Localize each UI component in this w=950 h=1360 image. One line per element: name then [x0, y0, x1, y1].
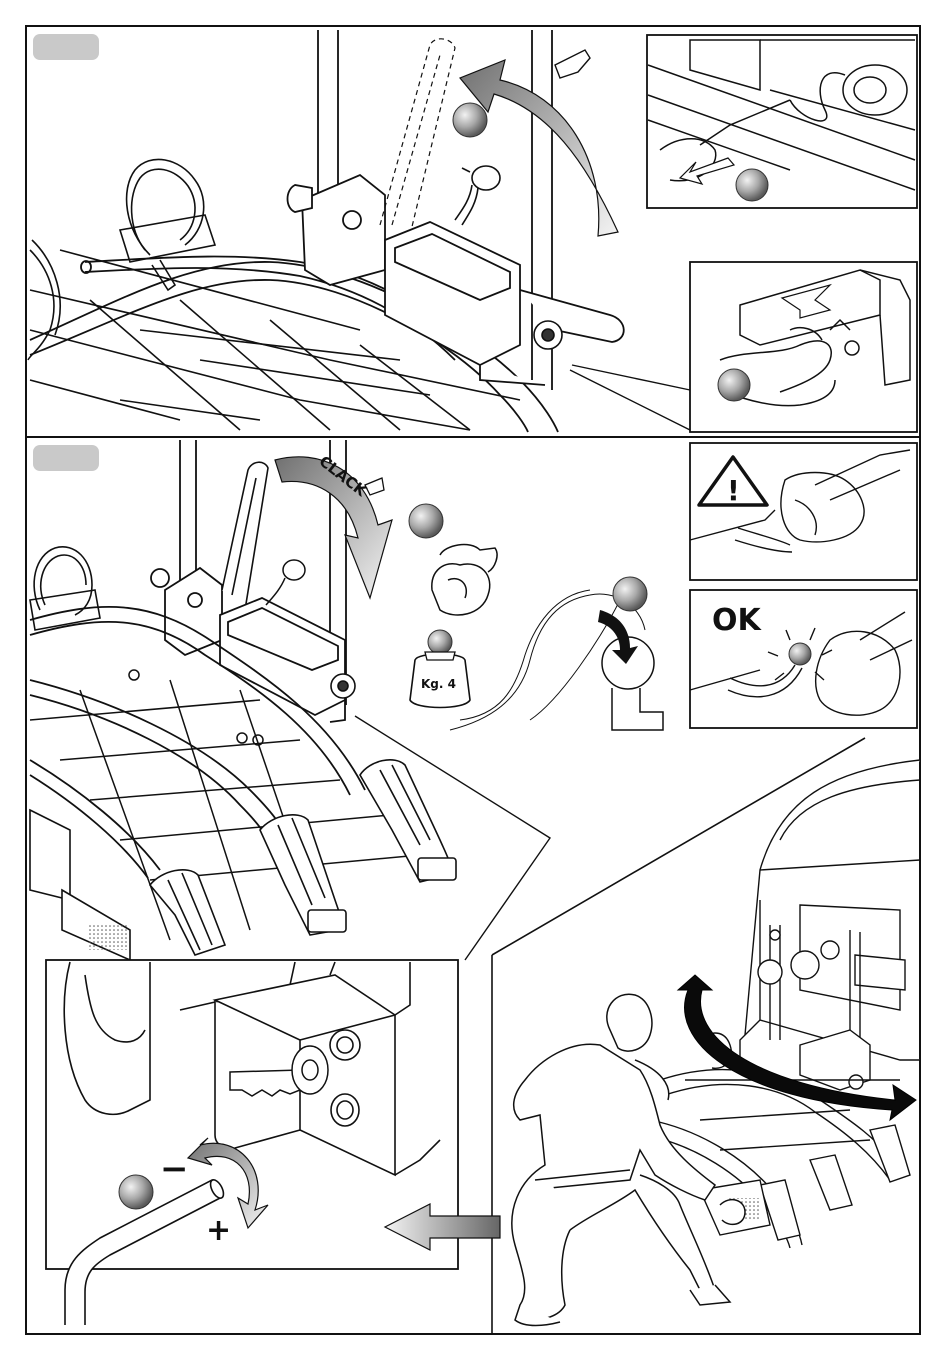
- callout-ball: [119, 1175, 153, 1209]
- wheel-holders: [150, 760, 456, 955]
- callout-ball: [453, 103, 487, 137]
- step-badge-1: [33, 34, 99, 60]
- tightening-knob: [534, 321, 562, 349]
- warning-mark: !: [727, 474, 740, 507]
- inset-cable-tie: [647, 35, 917, 208]
- inset-key-lock: − +: [46, 960, 458, 1325]
- hook-clip: [555, 50, 590, 78]
- inset-ok: OK: [690, 590, 917, 728]
- callout-line: [355, 716, 550, 960]
- carrier-platform-2: [30, 670, 420, 940]
- minus-label: −: [160, 1149, 189, 1189]
- section-1: [28, 30, 917, 432]
- callout-ball: [613, 577, 647, 611]
- hand-press: [432, 545, 497, 615]
- rear-lamp: [30, 810, 130, 960]
- electrical-plug-2: [266, 560, 305, 605]
- callout-ball: [718, 369, 750, 401]
- tow-ball: [789, 643, 811, 665]
- tightening-knob-2: [331, 674, 355, 698]
- inset-warning: !: [690, 443, 917, 580]
- callout-ball: [409, 504, 443, 538]
- ok-label: OK: [712, 603, 763, 638]
- step-badge-2: [33, 445, 99, 471]
- plus-label: +: [206, 1213, 231, 1248]
- handle-raised: [222, 462, 268, 610]
- light-bar-housing: [385, 222, 624, 385]
- car-scene: [512, 760, 920, 1326]
- electrical-plug: [455, 166, 500, 225]
- weight-icon: Kg. 4: [410, 630, 470, 708]
- weight-label: Kg. 4: [421, 677, 456, 691]
- inset-handle-lift: [570, 262, 917, 432]
- callout-ball: [736, 169, 768, 201]
- handle-ghost: [380, 39, 455, 235]
- rotation-arrow-icon: [460, 60, 618, 236]
